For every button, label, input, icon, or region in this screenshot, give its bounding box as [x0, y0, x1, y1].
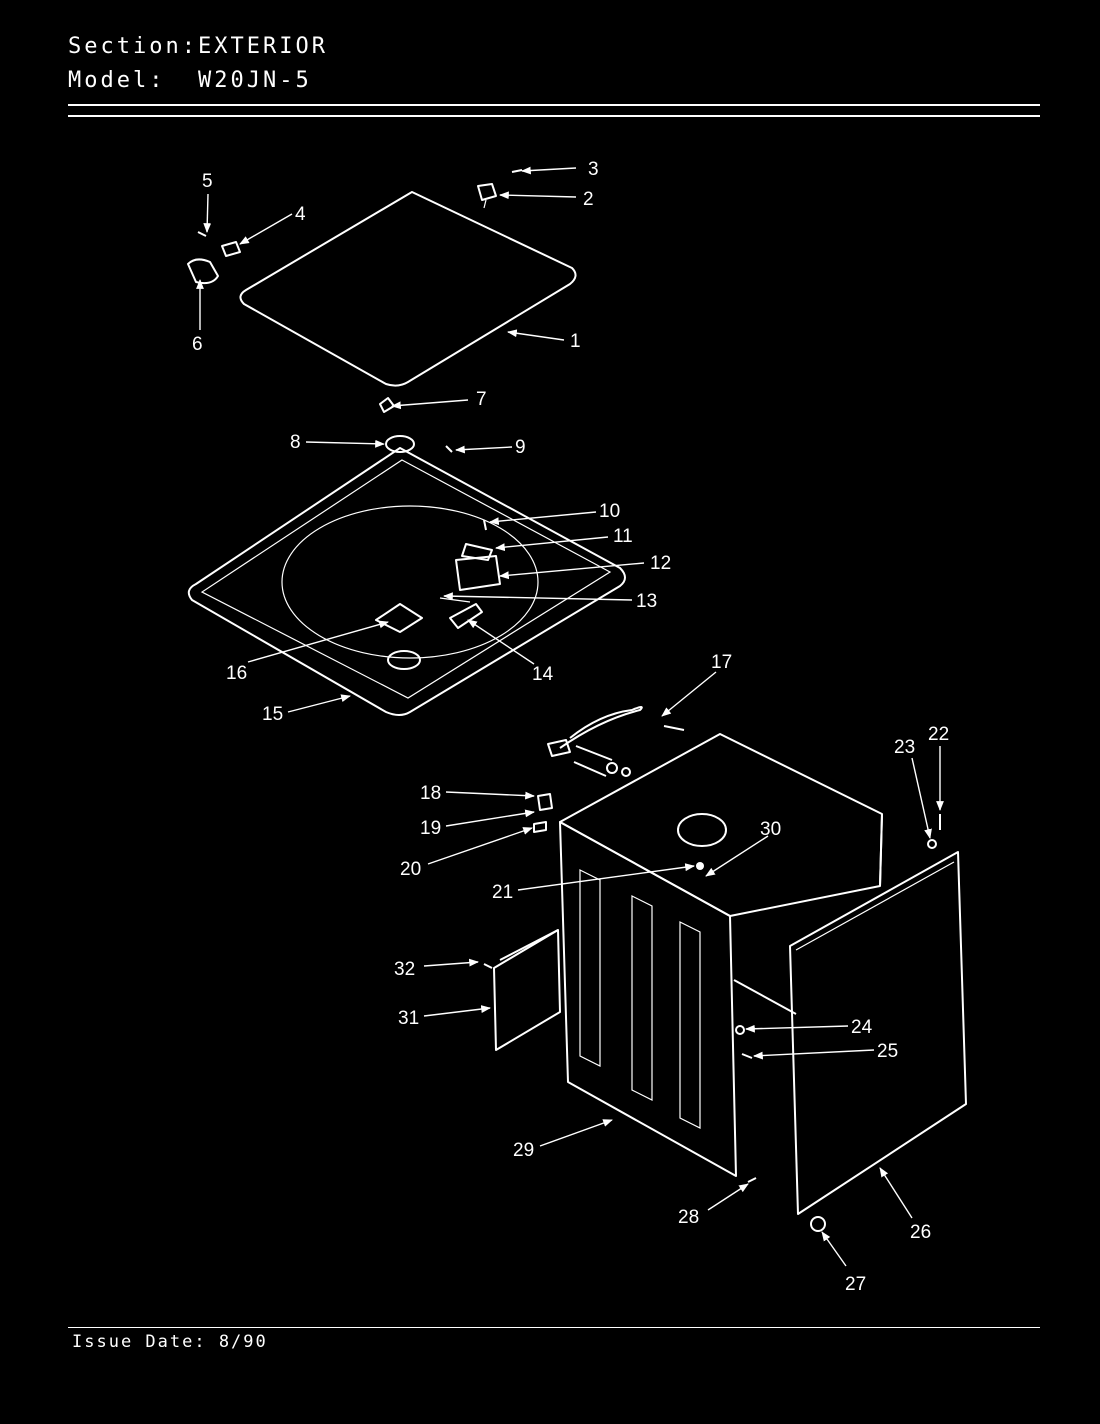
- footer-rule: [68, 1327, 1040, 1328]
- callout-31: 31: [398, 1008, 419, 1029]
- callout-14: 14: [532, 664, 554, 685]
- callout-17: 17: [711, 652, 732, 673]
- section-heading: Section:EXTERIOR: [68, 34, 328, 59]
- power-cord-part: [547, 706, 685, 777]
- callout-15: 15: [262, 704, 283, 725]
- callout-20: 20: [400, 859, 421, 880]
- section-value: EXTERIOR: [198, 34, 328, 59]
- callout-11: 11: [613, 526, 633, 547]
- callout-6: 6: [192, 334, 203, 355]
- callout-21: 21: [492, 882, 513, 903]
- top-cover-part: [187, 435, 626, 716]
- callout-30: 30: [760, 819, 781, 840]
- hardware-parts: [483, 793, 941, 1183]
- callout-18: 18: [420, 783, 441, 804]
- callout-23: 23: [894, 737, 915, 758]
- callout-numbers: 1 2 3 4 5 6 7 8 9 10 11 12 13 14 15 16 1…: [192, 159, 949, 1295]
- model-heading: Model: W20JN-5: [68, 68, 312, 93]
- callout-16: 16: [226, 663, 247, 684]
- lid-part: [239, 191, 577, 387]
- callout-26: 26: [910, 1222, 931, 1243]
- callout-8: 8: [290, 432, 301, 453]
- callout-13: 13: [636, 591, 657, 612]
- callout-32: 32: [394, 959, 415, 980]
- callout-19: 19: [420, 818, 441, 839]
- model-label: Model:: [68, 68, 166, 93]
- callout-22: 22: [928, 724, 949, 745]
- callout-28: 28: [678, 1207, 699, 1228]
- callout-29: 29: [513, 1140, 534, 1161]
- callout-7: 7: [476, 389, 487, 410]
- back-panel-part: [789, 851, 967, 1232]
- issue-date: Issue Date: 8/90: [72, 1332, 268, 1352]
- callout-24: 24: [851, 1017, 873, 1038]
- callout-10: 10: [599, 501, 620, 522]
- callout-25: 25: [877, 1041, 898, 1062]
- callout-2: 2: [583, 189, 594, 210]
- callout-leaders: [196, 166, 944, 1267]
- callout-12: 12: [650, 553, 671, 574]
- callout-3: 3: [588, 159, 599, 180]
- header-rule-bottom: [68, 115, 1040, 117]
- model-value: W20JN-5: [198, 68, 312, 93]
- callout-1: 1: [570, 331, 581, 352]
- callout-5: 5: [202, 171, 213, 192]
- header-rule-top: [68, 104, 1040, 106]
- section-label: Section:: [68, 34, 198, 59]
- hinge-parts: [187, 169, 523, 413]
- cabinet-part: [499, 733, 883, 1177]
- callout-9: 9: [515, 437, 526, 458]
- access-panel-part: [493, 929, 561, 1051]
- callout-27: 27: [845, 1274, 866, 1295]
- callout-4: 4: [295, 204, 306, 225]
